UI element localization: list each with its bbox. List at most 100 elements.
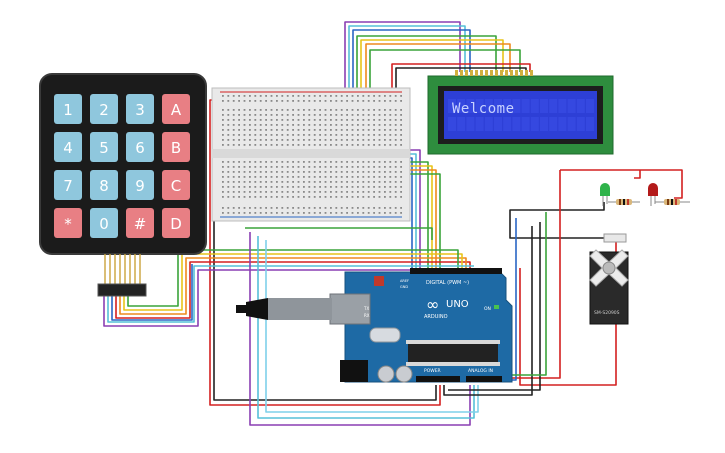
breadboard-hole[interactable] (389, 171, 392, 173)
breadboard-hole[interactable] (308, 181, 311, 183)
breadboard-hole[interactable] (232, 109, 235, 111)
breadboard-hole[interactable] (384, 181, 386, 183)
wire-gnd-loop[interactable] (443, 226, 533, 396)
breadboard-hole[interactable] (303, 119, 305, 121)
keypad-key[interactable] (54, 208, 82, 238)
breadboard-hole[interactable] (286, 196, 289, 198)
breadboard-hole[interactable] (378, 114, 381, 116)
breadboard-hole[interactable] (281, 161, 284, 163)
breadboard-hole[interactable] (400, 124, 402, 126)
breadboard-hole[interactable] (259, 181, 262, 183)
breadboard-hole[interactable] (265, 171, 267, 173)
breadboard-hole[interactable] (340, 161, 343, 163)
breadboard-hole[interactable] (259, 124, 262, 126)
breadboard-hole[interactable] (303, 191, 305, 193)
breadboard-hole[interactable] (297, 124, 300, 126)
breadboard-hole[interactable] (384, 186, 386, 188)
breadboard-hole[interactable] (303, 144, 305, 146)
breadboard-hole[interactable] (238, 95, 240, 97)
breadboard-hole[interactable] (227, 144, 230, 146)
breadboard-hole[interactable] (222, 196, 224, 198)
breadboard-hole[interactable] (276, 109, 278, 111)
breadboard-hole[interactable] (346, 144, 348, 146)
breadboard-hole[interactable] (270, 124, 273, 126)
breadboard-hole[interactable] (281, 139, 284, 141)
breadboard-hole[interactable] (249, 207, 251, 209)
breadboard-hole[interactable] (400, 134, 402, 136)
breadboard-hole[interactable] (324, 207, 327, 209)
breadboard-hole[interactable] (227, 171, 230, 173)
breadboard-hole[interactable] (400, 171, 402, 173)
wire-under-green[interactable] (245, 227, 433, 240)
breadboard-hole[interactable] (346, 207, 348, 209)
breadboard-hole[interactable] (362, 196, 365, 198)
breadboard-hole[interactable] (367, 161, 370, 163)
breadboard-hole[interactable] (286, 186, 289, 188)
breadboard-hole[interactable] (362, 191, 365, 193)
breadboard-hole[interactable] (313, 196, 316, 198)
breadboard-hole[interactable] (319, 124, 321, 126)
keypad-key[interactable] (126, 132, 154, 162)
lcd-pin[interactable] (475, 70, 478, 76)
breadboard-hole[interactable] (297, 171, 300, 173)
breadboard-hole[interactable] (335, 100, 338, 102)
breadboard-hole[interactable] (243, 100, 246, 102)
keypad-key[interactable] (126, 208, 154, 238)
breadboard-hole[interactable] (367, 114, 370, 116)
breadboard-hole[interactable] (389, 109, 392, 111)
breadboard-hole[interactable] (265, 114, 267, 116)
breadboard-hole[interactable] (249, 114, 251, 116)
breadboard-hole[interactable] (351, 212, 354, 214)
breadboard-hole[interactable] (292, 166, 294, 168)
breadboard-hole[interactable] (373, 129, 375, 131)
breadboard-hole[interactable] (373, 124, 375, 126)
breadboard-hole[interactable] (340, 191, 343, 193)
breadboard-hole[interactable] (351, 129, 354, 131)
breadboard-hole[interactable] (378, 207, 381, 209)
breadboard-hole[interactable] (249, 95, 251, 97)
breadboard-hole[interactable] (265, 109, 267, 111)
breadboard-hole[interactable] (303, 212, 305, 214)
breadboard-hole[interactable] (265, 129, 267, 131)
lcd-pin[interactable] (490, 70, 493, 76)
breadboard-hole[interactable] (238, 109, 240, 111)
breadboard-hole[interactable] (384, 171, 386, 173)
breadboard-hole[interactable] (303, 171, 305, 173)
breadboard-hole[interactable] (222, 181, 224, 183)
breadboard-hole[interactable] (394, 161, 397, 163)
breadboard-hole[interactable] (254, 95, 257, 97)
breadboard-hole[interactable] (243, 124, 246, 126)
breadboard-hole[interactable] (362, 171, 365, 173)
breadboard-hole[interactable] (324, 212, 327, 214)
breadboard-hole[interactable] (297, 109, 300, 111)
breadboard-hole[interactable] (259, 196, 262, 198)
breadboard-hole[interactable] (249, 212, 251, 214)
breadboard-hole[interactable] (340, 139, 343, 141)
breadboard-hole[interactable] (222, 161, 224, 163)
keypad-key[interactable] (162, 208, 190, 238)
breadboard-hole[interactable] (324, 134, 327, 136)
breadboard-hole[interactable] (222, 139, 224, 141)
breadboard-hole[interactable] (340, 119, 343, 121)
breadboard-hole[interactable] (292, 181, 294, 183)
breadboard-hole[interactable] (232, 119, 235, 121)
breadboard-hole[interactable] (319, 207, 321, 209)
breadboard-hole[interactable] (373, 166, 375, 168)
breadboard-hole[interactable] (281, 176, 284, 178)
breadboard-hole[interactable] (254, 176, 257, 178)
breadboard-hole[interactable] (330, 134, 332, 136)
lcd-pin[interactable] (510, 70, 513, 76)
breadboard-hole[interactable] (281, 191, 284, 193)
breadboard-hole[interactable] (254, 196, 257, 198)
breadboard-hole[interactable] (367, 139, 370, 141)
breadboard-hole[interactable] (243, 166, 246, 168)
breadboard-hole[interactable] (313, 161, 316, 163)
breadboard-hole[interactable] (292, 100, 294, 102)
breadboard-hole[interactable] (335, 196, 338, 198)
breadboard-hole[interactable] (357, 191, 359, 193)
breadboard-hole[interactable] (389, 100, 392, 102)
breadboard-hole[interactable] (357, 129, 359, 131)
breadboard-hole[interactable] (238, 114, 240, 116)
breadboard-hole[interactable] (308, 171, 311, 173)
wire-servo-black[interactable] (509, 202, 608, 239)
